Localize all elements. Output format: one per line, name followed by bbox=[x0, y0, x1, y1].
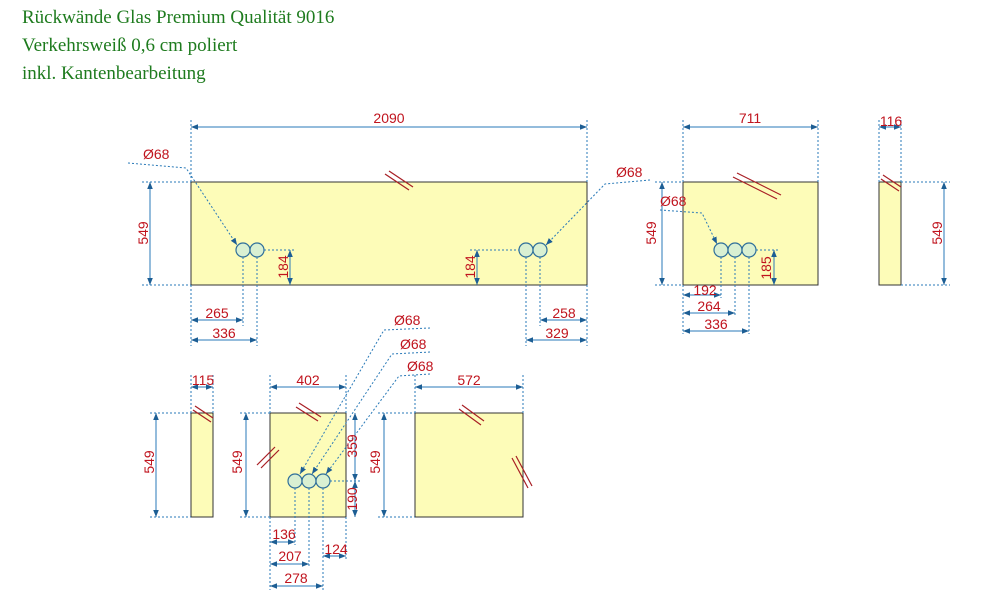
panel-3-width-label: 116 bbox=[880, 113, 903, 129]
hole-leader bbox=[311, 351, 431, 475]
panel-5-hole-bottom: 190 bbox=[344, 487, 360, 511]
panel-2-height-label: 549 bbox=[643, 221, 659, 245]
hole-diameter-label: Ø68 bbox=[143, 146, 170, 162]
socket-hole bbox=[741, 242, 757, 258]
panel-5-height-label: 549 bbox=[229, 450, 245, 474]
panel-5-offset-right: 124 bbox=[324, 541, 348, 557]
panel-2-hole-height: 185 bbox=[758, 256, 774, 280]
panel-4-height-label: 549 bbox=[141, 450, 157, 474]
socket-hole bbox=[301, 473, 317, 489]
panel-5-offset-a: 136 bbox=[272, 526, 296, 542]
panel-5-width-label: 402 bbox=[296, 372, 320, 388]
panel-3: 116 549 bbox=[878, 113, 950, 286]
panel-1-width-label: 2090 bbox=[373, 110, 404, 126]
panel-6-height-label: 549 bbox=[367, 450, 383, 474]
panel-5-offset-c: 278 bbox=[284, 570, 308, 586]
hole-leader bbox=[325, 373, 431, 475]
hole-leader bbox=[659, 209, 718, 245]
panel-1-left-offset-a: 265 bbox=[205, 305, 229, 321]
panel-5: 402 549 Ø68 Ø68 Ø68 359 190 136 207 278 … bbox=[229, 312, 434, 590]
panel-1-glass bbox=[190, 181, 588, 286]
panel-1-height-label: 549 bbox=[135, 221, 151, 245]
panel-5-offset-b: 207 bbox=[278, 548, 302, 564]
panel-5-hole-top: 359 bbox=[344, 434, 360, 458]
grain-mark bbox=[384, 173, 410, 191]
socket-hole bbox=[235, 242, 251, 258]
panel-2: 711 549 Ø68 185 192 264 336 bbox=[643, 110, 819, 334]
panel-1-left-offset-b: 336 bbox=[212, 325, 236, 341]
hole-diameter-label: Ø68 bbox=[400, 336, 427, 352]
socket-hole bbox=[249, 242, 265, 258]
panel-6-glass bbox=[414, 412, 524, 518]
panel-6: 572 549 bbox=[367, 372, 533, 518]
panel-4-width-label: 115 bbox=[192, 372, 215, 388]
panel-4: 115 549 bbox=[141, 372, 215, 518]
panel-3-height-label: 549 bbox=[929, 221, 945, 245]
panel-2-width-label: 711 bbox=[739, 110, 762, 126]
hole-diameter-label: Ø68 bbox=[660, 193, 687, 209]
socket-hole bbox=[532, 242, 548, 258]
grain-mark bbox=[388, 170, 414, 188]
socket-hole bbox=[315, 473, 331, 489]
hole-diameter-label: Ø68 bbox=[407, 358, 434, 374]
socket-hole bbox=[287, 473, 303, 489]
panel-3-glass bbox=[878, 181, 902, 286]
panel-2-offset-b: 264 bbox=[697, 298, 721, 314]
panel-4-glass bbox=[190, 412, 214, 518]
socket-hole bbox=[713, 242, 729, 258]
title-line-product: Rückwände Glas Premium Qualität 9016 bbox=[22, 7, 335, 28]
title-line-color: Verkehrsweiß 0,6 cm poliert bbox=[22, 35, 238, 56]
hole-leader bbox=[545, 179, 651, 246]
panel-2-offset-c: 336 bbox=[704, 316, 728, 332]
socket-hole bbox=[518, 242, 534, 258]
hole-diameter-label: Ø68 bbox=[616, 164, 643, 180]
title-line-edge: inkl. Kantenbearbeitung bbox=[22, 63, 206, 84]
panel-1-right-offset-a: 258 bbox=[552, 305, 576, 321]
panel-1-right-hole-height: 184 bbox=[462, 255, 478, 279]
grain-mark bbox=[732, 176, 778, 200]
panel-1-left-hole-height: 184 bbox=[275, 255, 291, 279]
grain-mark bbox=[736, 172, 782, 196]
panel-6-width-label: 572 bbox=[457, 372, 481, 388]
hole-leader bbox=[299, 327, 431, 475]
title-block: Rückwände Glas Premium Qualität 9016 Ver… bbox=[22, 4, 334, 88]
panel-2-glass bbox=[682, 181, 819, 286]
panel-1-right-offset-b: 329 bbox=[545, 325, 569, 341]
panel-5-glass bbox=[269, 412, 347, 518]
socket-hole bbox=[727, 242, 743, 258]
panel-2-offset-a: 192 bbox=[693, 282, 717, 298]
hole-diameter-label: Ø68 bbox=[394, 312, 421, 328]
panel-1: 2090 549 Ø68 184 265 336 Ø68 184 258 bbox=[127, 110, 651, 346]
